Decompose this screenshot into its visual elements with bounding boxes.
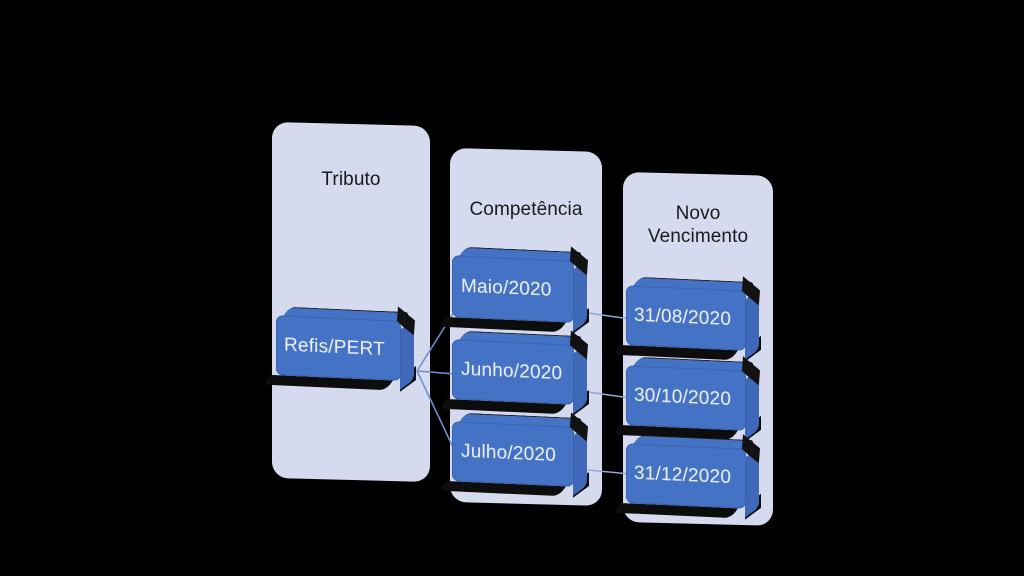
node-label: 31/12/2020: [634, 462, 732, 489]
node-vencimento-30-10-2020[interactable]: 30/10/2020: [612, 356, 761, 442]
node-vencimento-31-08-2020[interactable]: 31/08/2020: [612, 276, 761, 362]
node-label: 30/10/2020: [634, 384, 732, 411]
node-label: 31/08/2020: [634, 304, 732, 331]
node-label: Maio/2020: [461, 275, 552, 301]
column-title-novo-vencimento: Novo Vencimento: [647, 203, 749, 248]
column-title-tributo: Tributo: [321, 169, 381, 190]
column-title-competencia: Competência: [469, 199, 583, 220]
node-label: Junho/2020: [461, 358, 563, 385]
node-vencimento-31-12-2020[interactable]: 31/12/2020: [612, 434, 761, 520]
node-refis-pert[interactable]: Refis/PERT: [262, 306, 416, 392]
node-junho-2020[interactable]: Junho/2020: [438, 330, 589, 416]
node-julho-2020[interactable]: Julho/2020: [438, 412, 589, 498]
node-label: Julho/2020: [461, 440, 556, 466]
node-maio-2020[interactable]: Maio/2020: [438, 246, 589, 334]
node-label: Refis/PERT: [284, 334, 385, 361]
